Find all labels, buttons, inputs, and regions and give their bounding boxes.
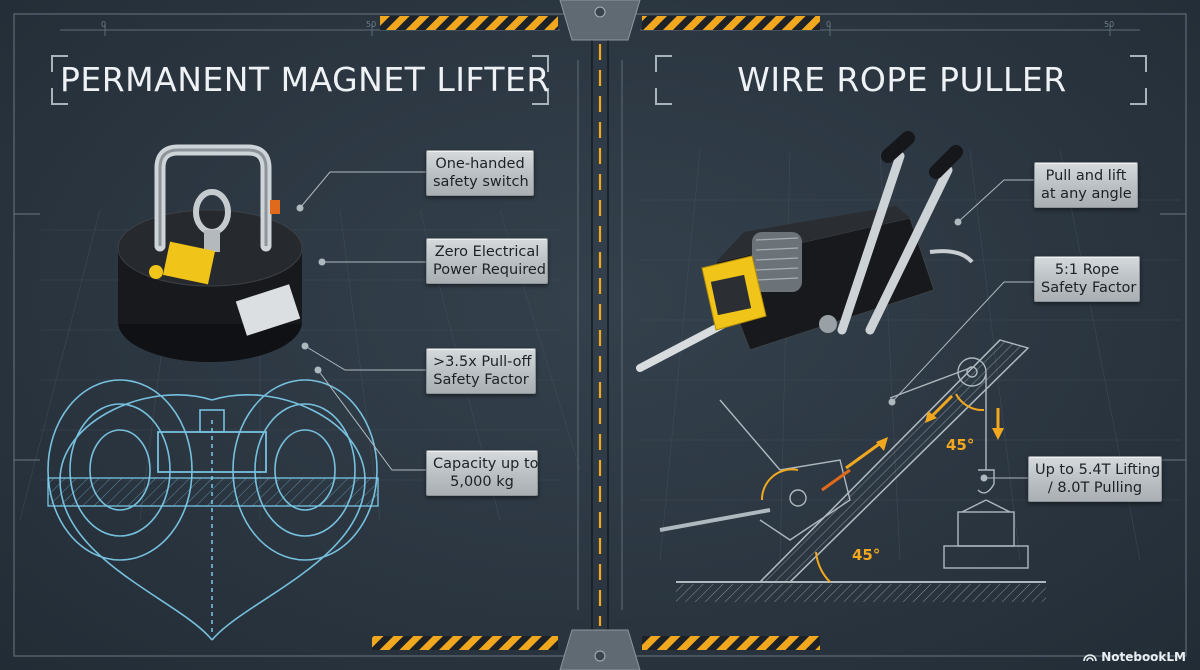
right-panel-title: WIRE ROPE PULLER [737,60,1067,99]
callout-line: at any angle [1041,186,1132,202]
callout-lifting-pulling-capacity: Up to 5.4T Lifting / 8.0T Pulling [1028,456,1162,502]
callout-pull-off-factor: >3.5x Pull-off Safety Factor [426,348,536,394]
callout-line: 5:1 Rope [1054,262,1120,278]
brand-name: NotebookLM [1101,650,1186,664]
ruler-mark-top-right: 50 [1104,20,1115,29]
callout-line: / 8.0T Pulling [1047,480,1143,496]
callout-line: Safety Factor [1041,280,1137,296]
left-leader-lines [296,171,426,471]
callout-line: One-handed [435,156,525,172]
wire-rope-puller-illustration [636,131,974,372]
callout-capacity: Capacity up to 5,000 kg [426,450,539,496]
steel-plate-section [47,477,379,507]
side-rulers [577,60,623,610]
callout-line: Safety Factor [433,372,529,388]
magnetic-field-diagram [47,379,378,641]
callout-line: Power Required [433,262,546,278]
hazard-stripe-bottom-right [642,636,820,650]
callout-line: Zero Electrical [434,244,540,260]
direction-arrows [821,394,1004,492]
callout-line: safety switch [433,174,529,190]
angle-lift-schematic [659,339,1046,602]
title-brackets [51,55,1147,105]
right-leader-lines [888,179,1034,482]
callout-any-angle: Pull and lift at any angle [1034,162,1138,208]
notebooklm-logo-icon [1083,654,1097,662]
magnet-lifter-illustration [117,144,303,362]
callout-line: >3.5x Pull-off [433,354,532,370]
ruler-mark-top-mid-left: 50 [366,20,377,29]
callout-line: Pull and lift [1045,168,1127,184]
brand-watermark: NotebookLM [1083,650,1186,664]
callout-zero-power: Zero Electrical Power Required [426,238,548,284]
angle-label-upper: 45° [946,436,975,454]
callout-safety-switch: One-handed safety switch [426,150,534,196]
left-panel-title: PERMANENT MAGNET LIFTER [60,60,550,99]
hazard-stripe-top-left [380,16,558,30]
ruler-mark-top-left: 0 [101,20,107,29]
callout-rope-safety-factor: 5:1 Rope Safety Factor [1034,256,1140,302]
hazard-stripe-top-right [642,16,820,30]
callout-line: Up to 5.4T Lifting [1035,462,1161,478]
callout-line: 5,000 kg [450,474,514,490]
angle-label-lower: 45° [852,546,881,564]
hazard-stripe-bottom-left [372,636,558,650]
callout-line: Capacity up to [433,456,539,472]
center-divider [559,0,641,670]
ruler-mark-top-mid-right: 0 [826,20,832,29]
